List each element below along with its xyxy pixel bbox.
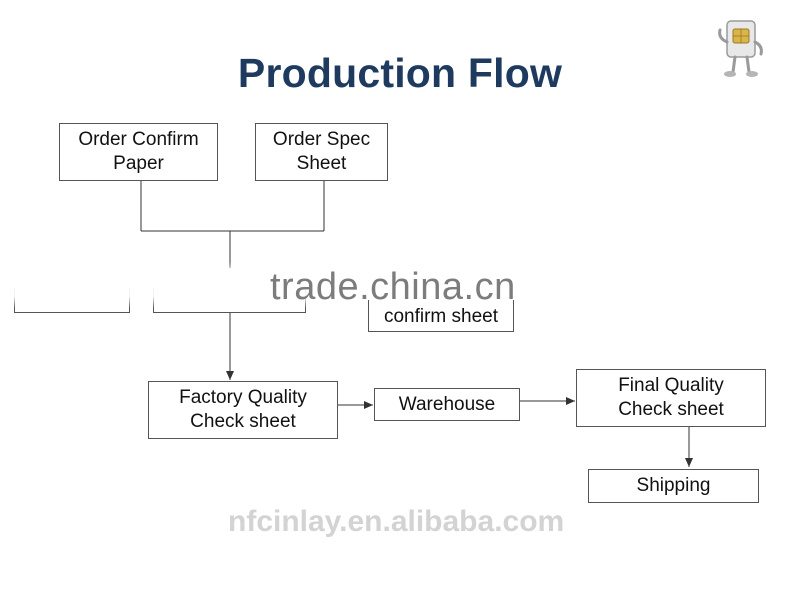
node-final-quality-check-sheet: Final Quality Check sheet: [576, 369, 766, 427]
node-factory-quality-check-sheet: Factory Quality Check sheet: [148, 381, 338, 439]
watermark-trade-china: trade.china.cn: [270, 266, 516, 308]
node-order-spec-sheet: Order Spec Sheet: [255, 123, 388, 181]
node-warehouse: Warehouse: [374, 388, 520, 421]
sim-card-mascot-icon: [718, 20, 763, 77]
watermark-nfcinlay: nfcinlay.en.alibaba.com: [228, 505, 565, 538]
node-order-confirm-paper: Order Confirm Paper: [59, 123, 218, 181]
node-confirm-sheet: confirm sheet: [368, 300, 514, 332]
node-shipping: Shipping: [588, 469, 759, 503]
page-title: Production Flow: [237, 50, 563, 96]
